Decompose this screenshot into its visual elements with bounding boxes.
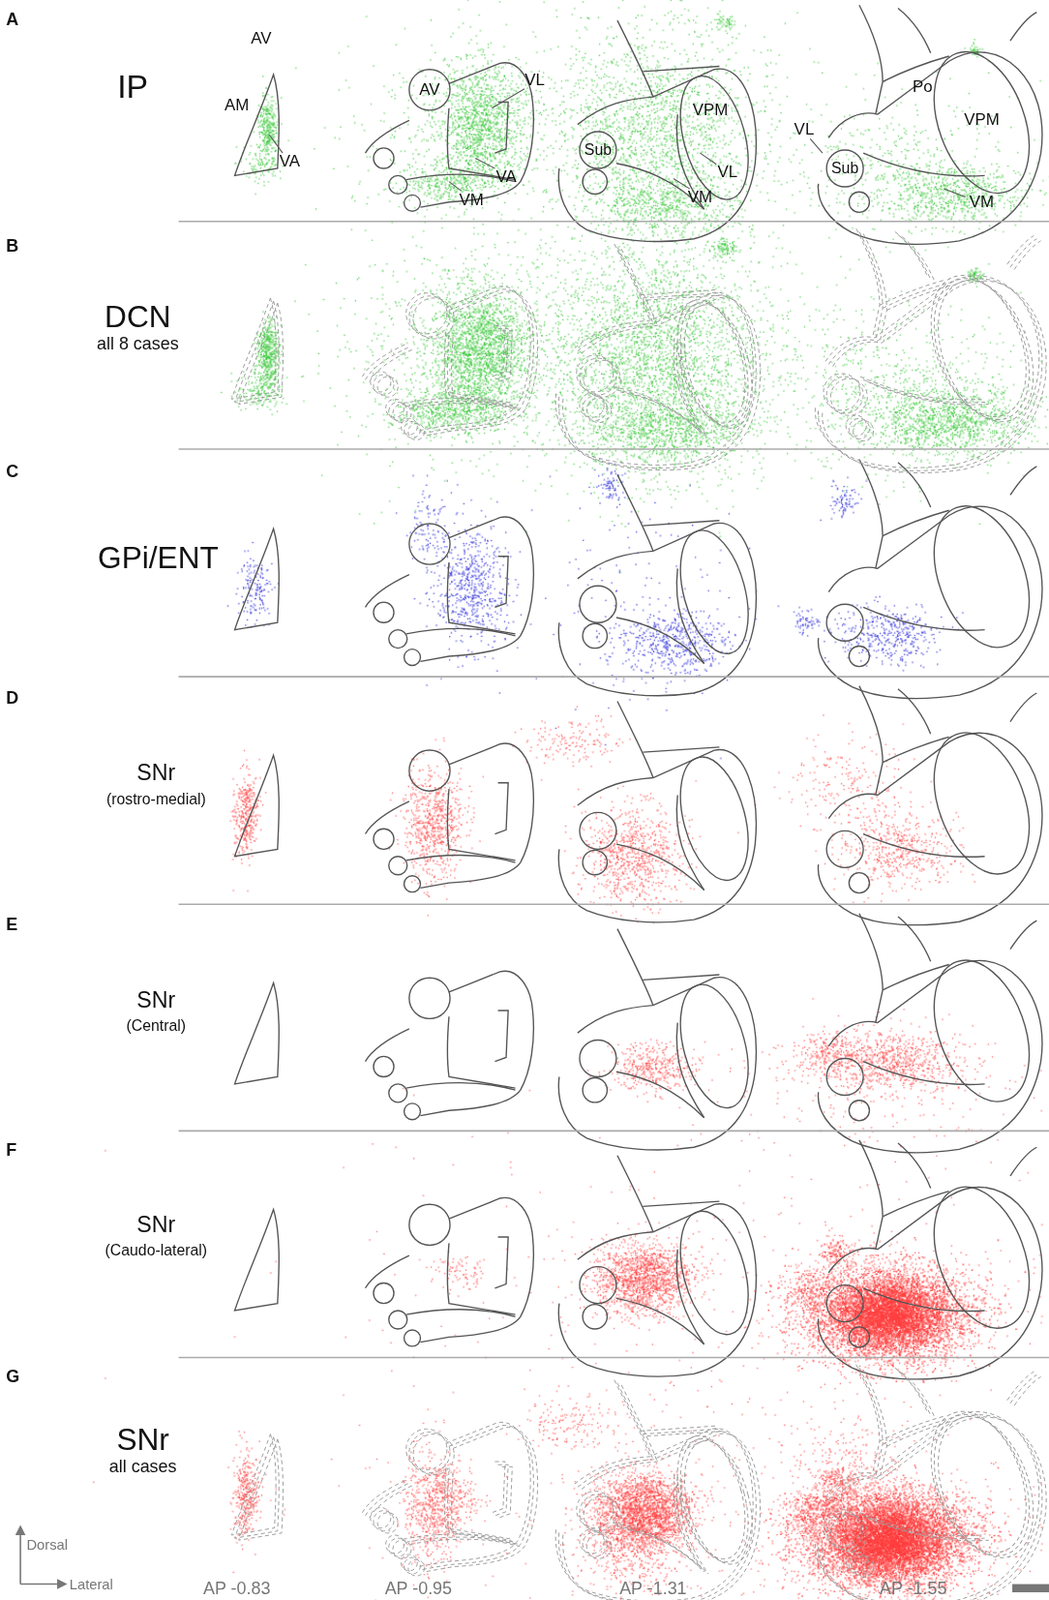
panel-letter: D <box>5 689 19 709</box>
panel-letter: F <box>5 1141 17 1162</box>
figure-label: VL <box>718 162 739 181</box>
figure-label: IP <box>117 68 149 105</box>
figure-label: all 8 cases <box>96 335 180 356</box>
figure-label: (rostro-medial) <box>106 790 207 808</box>
figure-label: (Caudo-lateral) <box>105 1241 208 1259</box>
figure-label: VA <box>279 151 300 171</box>
panel-letter: B <box>5 237 19 257</box>
figure-label: VA <box>495 167 516 186</box>
figure-label: AV <box>250 29 271 48</box>
figure-label: SNr <box>136 760 176 786</box>
figure-label: AP -0.83 <box>203 1579 270 1599</box>
figure-label: SNr <box>136 1212 176 1238</box>
figure-label: Sub <box>584 141 612 158</box>
figure-label: AV <box>419 81 440 100</box>
figure-label: VL <box>794 120 815 140</box>
figure-label: Lateral <box>69 1577 114 1593</box>
panel-letter: G <box>5 1368 20 1388</box>
figure-label: AP -1.31 <box>619 1579 687 1599</box>
figure-label: SNr <box>116 1421 169 1456</box>
figure-label: AP -0.95 <box>385 1579 452 1599</box>
figure-label: SNr <box>136 988 176 1014</box>
figure-label: VPM <box>692 101 729 120</box>
figure-label: VM <box>969 193 994 212</box>
figure-label: (Central) <box>126 1017 187 1034</box>
figure-label: VL <box>524 70 545 90</box>
figure-label: AM <box>224 95 249 115</box>
figure-label: VM <box>688 187 713 207</box>
panel-letter: A <box>5 10 19 30</box>
figure-label: VM <box>459 190 484 210</box>
figure-label: AP -1.55 <box>879 1579 947 1599</box>
figure-label: all cases <box>109 1458 178 1478</box>
scale-bar <box>1012 1584 1049 1592</box>
figure-label: GPi/ENT <box>97 539 219 574</box>
figure-label: DCN <box>104 299 172 333</box>
figure-label: VPM <box>963 110 1000 129</box>
panel-letter: E <box>5 916 18 936</box>
panel-letter: C <box>5 462 19 482</box>
figure-label: Po <box>912 77 933 96</box>
figure-label: Sub <box>831 159 859 177</box>
figure-label: Dorsal <box>26 1536 68 1553</box>
